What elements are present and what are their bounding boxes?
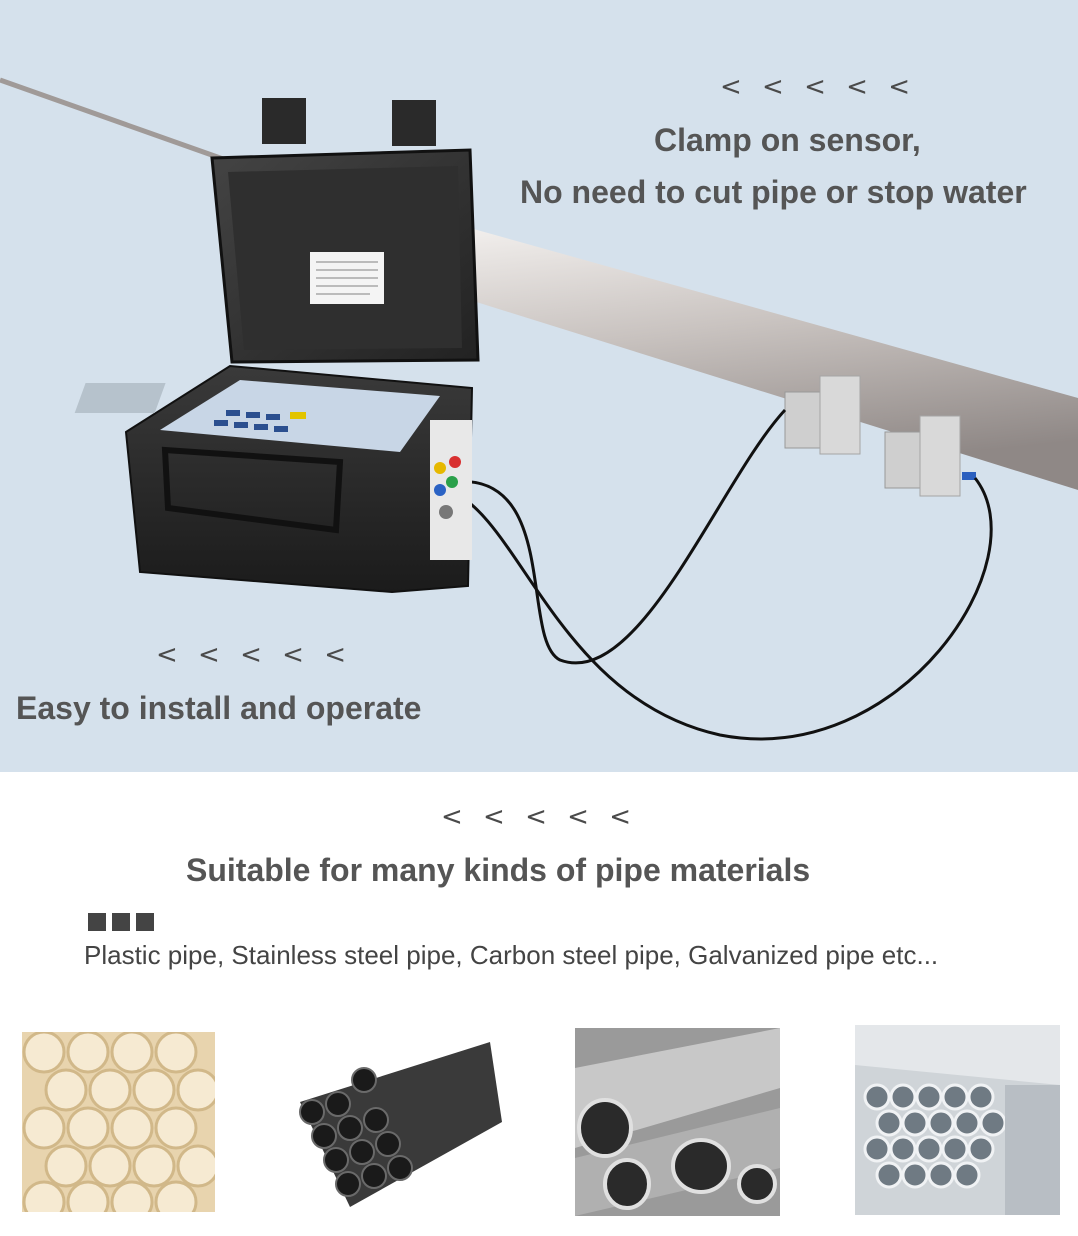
install-arrows: < < < < < <box>156 640 352 670</box>
bullet-squares <box>88 913 154 931</box>
sensor-headline-line1: Clamp on sensor, <box>654 122 921 158</box>
install-headline: Easy to install and operate <box>16 690 422 726</box>
materials-title: Suitable for many kinds of pipe material… <box>186 852 811 888</box>
plastic-pipe-image <box>22 1032 215 1212</box>
carbon-steel-pipe-image <box>290 1032 502 1212</box>
case-lid <box>210 98 480 364</box>
sensor-cable <box>451 477 993 741</box>
lcd-screen <box>74 383 166 413</box>
clamp-sensor-right <box>884 415 976 497</box>
sensor-headline-line2: No need to cut pipe or stop water <box>520 174 1027 210</box>
materials-list: Plastic pipe, Stainless steel pipe, Carb… <box>84 940 939 970</box>
sensor-arrows: < < < < < <box>720 72 916 102</box>
galvanized-pipe-image <box>855 1025 1060 1215</box>
case-handle <box>161 446 344 534</box>
keypad <box>214 410 288 432</box>
sensor-cable <box>451 408 787 665</box>
materials-arrows: < < < < < <box>441 802 637 832</box>
hero-banner: < < < < < Clamp on sensor, No need to cu… <box>0 0 1078 772</box>
case-body <box>74 364 474 594</box>
stainless-steel-pipe-image <box>575 1028 780 1216</box>
pipe <box>470 228 1078 490</box>
clamp-sensor-left <box>784 375 861 455</box>
flowmeter-illustration <box>0 77 1078 741</box>
